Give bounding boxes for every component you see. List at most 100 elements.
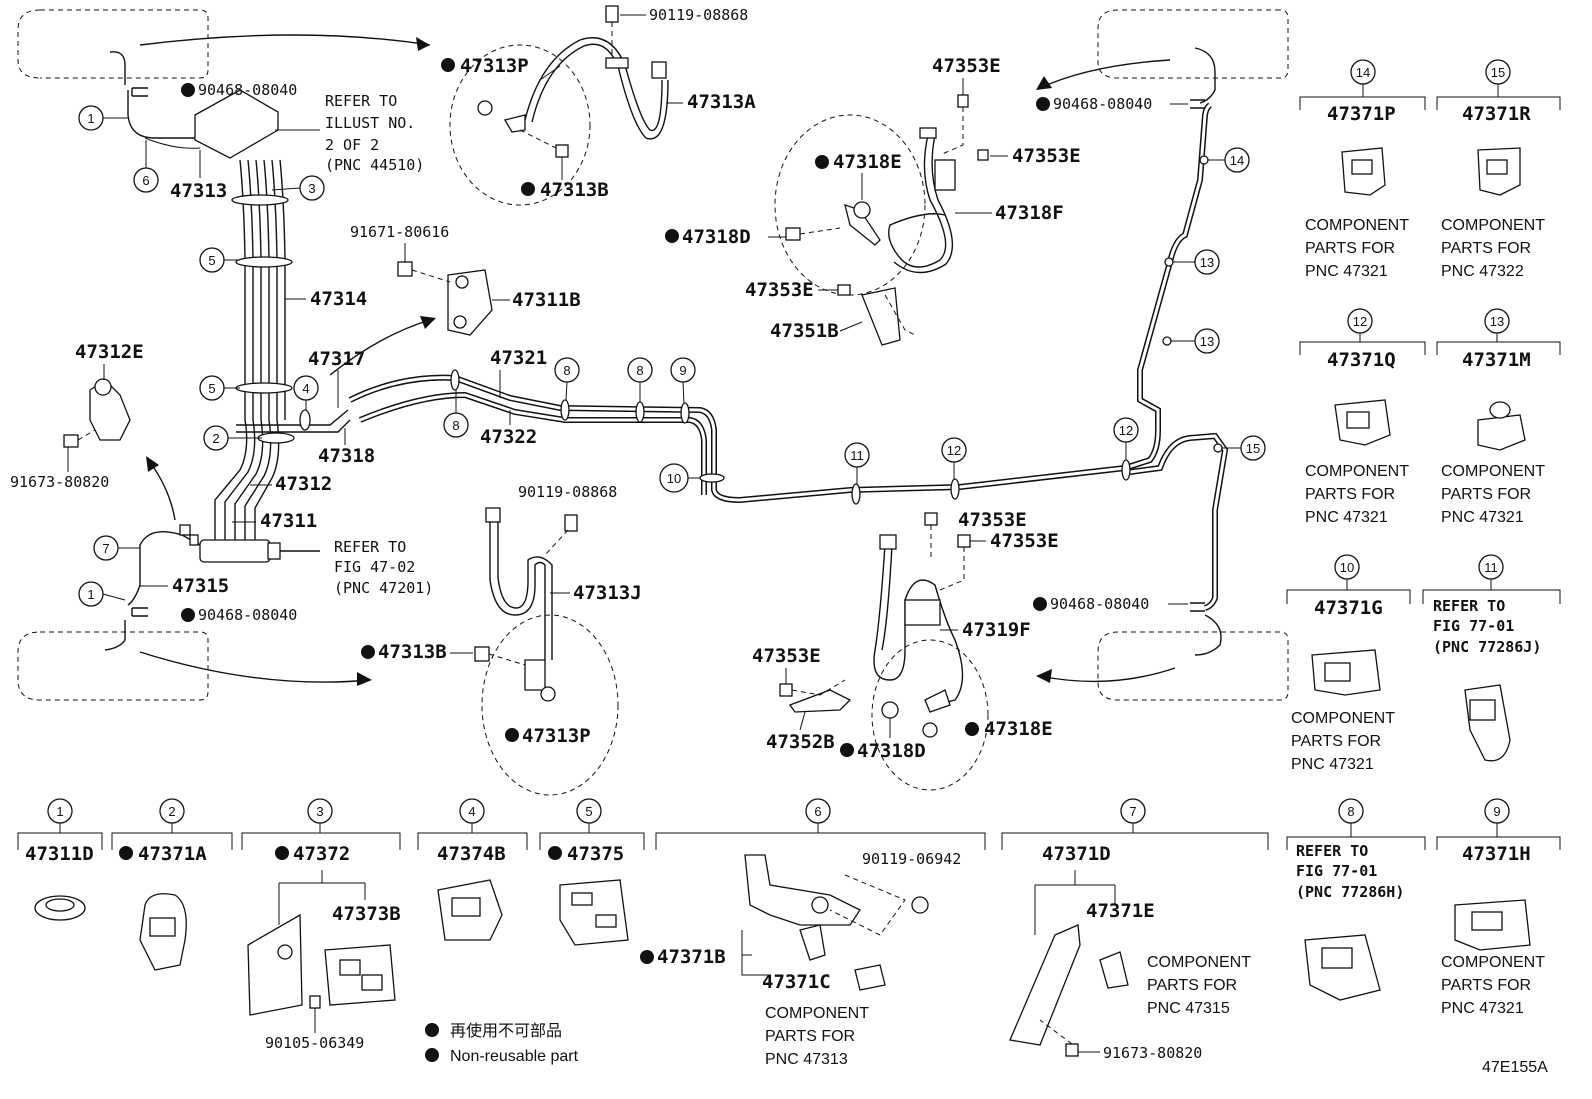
label-47312E: 47312E (75, 341, 144, 363)
direction-arrows (139, 34, 1176, 686)
note-refer-illust-2: ILLUST NO. (325, 114, 415, 132)
svg-text:9: 9 (1493, 804, 1500, 819)
svg-text:PARTS FOR: PARTS FOR (1305, 240, 1395, 257)
svg-text:9: 9 (679, 363, 686, 378)
callout-4: 4 (293, 375, 319, 410)
callout-3b: 3 (307, 798, 333, 824)
svg-text:PARTS FOR: PARTS FOR (1305, 486, 1395, 503)
label-47318F: 47318F (995, 202, 1064, 224)
svg-text:6: 6 (814, 804, 821, 819)
clip-brackets (17, 84, 1561, 850)
label-47372: 47372 (293, 843, 350, 865)
label-47313P: 47313P (460, 55, 529, 77)
label-47373B: 47373B (332, 903, 401, 925)
svg-text:1: 1 (87, 587, 94, 602)
callout-14a: 14 (1208, 147, 1250, 173)
label-90119-08868-b: 90119-08868 (518, 483, 617, 501)
callout-10b: 10 (1334, 554, 1360, 580)
label-47371D: 47371D (1042, 843, 1111, 865)
svg-text:11: 11 (850, 448, 864, 463)
svg-text:2: 2 (168, 804, 175, 819)
callout-1b: 1 (78, 581, 126, 607)
label-90468-08040-a: 90468-08040 (198, 81, 297, 99)
callout-11a: 11 (844, 442, 870, 484)
svg-text:8: 8 (1347, 804, 1354, 819)
label-47313B-top: 47313B (540, 179, 609, 201)
label-90468-08040-d: 90468-08040 (1050, 595, 1149, 613)
callout-3a: 3 (271, 175, 325, 201)
svg-text:7: 7 (102, 541, 109, 556)
svg-text:13: 13 (1490, 314, 1504, 329)
svg-text:2: 2 (212, 431, 219, 446)
label-47353E-c: 47353E (745, 279, 814, 301)
svg-text:1: 1 (56, 804, 63, 819)
svg-text:COMPONENT: COMPONENT (1305, 217, 1409, 234)
callout-15a: 15 (1222, 435, 1266, 461)
left-small-parts (63, 261, 493, 448)
svg-text:7: 7 (1129, 804, 1136, 819)
hose-group-47313 (449, 5, 669, 206)
label-47375: 47375 (567, 843, 624, 865)
label-47322: 47322 (480, 426, 537, 448)
label-47314: 47314 (310, 288, 367, 310)
svg-text:14: 14 (1230, 153, 1244, 168)
left-harness (104, 51, 351, 651)
callout-2b: 2 (159, 798, 185, 824)
svg-text:PNC 47321: PNC 47321 (1441, 1000, 1524, 1017)
svg-text:COMPONENT: COMPONENT (1147, 954, 1251, 971)
label-90119-06942: 90119-06942 (862, 850, 961, 868)
svg-text:15: 15 (1246, 441, 1260, 456)
svg-text:COMPONENT: COMPONENT (1441, 954, 1545, 971)
label-91673-80820-a: 91673-80820 (10, 473, 109, 491)
svg-text:PARTS FOR: PARTS FOR (1441, 486, 1531, 503)
callout-7b: 7 (1120, 798, 1146, 824)
label-47374B: 47374B (437, 843, 506, 865)
hose-group-47318F (774, 94, 989, 346)
label-47317: 47317 (308, 348, 365, 370)
callout-8a: 8 (554, 357, 580, 401)
label-47318E-b: 47318E (984, 718, 1053, 740)
svg-text:12: 12 (1119, 423, 1133, 438)
svg-text:15: 15 (1491, 65, 1505, 80)
svg-text:REFER TO: REFER TO (1433, 597, 1505, 615)
label-47353E-a: 47353E (932, 55, 1001, 77)
svg-text:PNC 47321: PNC 47321 (1305, 263, 1388, 280)
callout-12c: 12 (1347, 308, 1373, 334)
svg-text:4: 4 (468, 804, 475, 819)
note-refer-fig4702-2: FIG 47-02 (334, 558, 415, 576)
label-47311B: 47311B (512, 289, 581, 311)
label-47351B: 47351B (770, 320, 839, 342)
label-47319F: 47319F (962, 619, 1031, 641)
callout-1c: 1 (47, 798, 73, 824)
label-47371B: 47371B (657, 946, 726, 968)
callout-14b: 14 (1350, 59, 1376, 85)
svg-text:10: 10 (667, 471, 681, 486)
hose-group-47313J (474, 507, 619, 796)
label-47353E-f: 47353E (752, 645, 821, 667)
note-refer-illust-1: REFER TO (325, 92, 397, 110)
label-47371M: 47371M (1462, 349, 1531, 371)
callout-5c: 5 (576, 798, 602, 824)
clip-illustrations (34, 147, 1531, 1057)
svg-text:PNC 47321: PNC 47321 (1305, 509, 1388, 526)
svg-text:PARTS FOR: PARTS FOR (1441, 977, 1531, 994)
svg-text:8: 8 (636, 363, 643, 378)
note-refer-illust-3: 2 OF 2 (325, 136, 379, 154)
label-47313P-bottom: 47313P (522, 725, 591, 747)
callout-8b: 8 (627, 357, 653, 402)
label-47318D-a: 47318D (682, 226, 751, 248)
label-47371G: 47371G (1314, 597, 1383, 619)
callout-9a: 9 (670, 357, 696, 404)
svg-text:COMPONENT: COMPONENT (1305, 463, 1409, 480)
label-47312: 47312 (275, 473, 332, 495)
label-91671-80616: 91671-80616 (350, 223, 449, 241)
label-47371H: 47371H (1462, 843, 1531, 865)
svg-text:PNC 47321: PNC 47321 (1291, 756, 1374, 773)
label-47315: 47315 (172, 575, 229, 597)
label-47313: 47313 (170, 180, 227, 202)
svg-text:5: 5 (208, 253, 215, 268)
svg-text:PNC 47322: PNC 47322 (1441, 263, 1524, 280)
callout-11b: 11 (1478, 554, 1504, 580)
callout-7a: 7 (93, 535, 140, 561)
